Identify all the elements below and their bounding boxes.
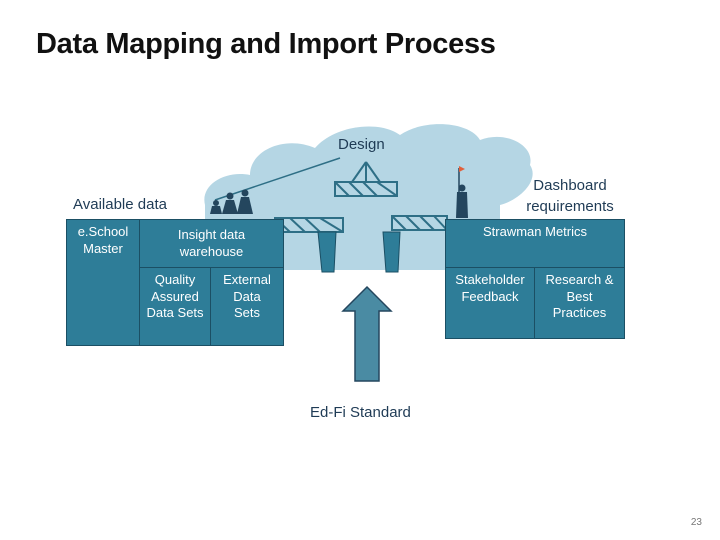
quality-data-block: Quality Assured Data Sets [139,267,211,346]
flag-figure [456,166,468,218]
design-truss [334,161,398,197]
stakeholder-feedback-text: Stakeholder Feedback [455,272,525,304]
eschool-master-text: e.School Master [77,224,129,256]
available-data-label: Available data [73,196,167,213]
research-block: Research & Best Practices [534,267,625,339]
right-pier [382,231,401,273]
page-number: 23 [690,517,702,528]
external-data-text: External Data Sets [223,272,271,320]
page-title: Data Mapping and Import Process [36,28,496,60]
strawman-metrics-block: Strawman Metrics [445,219,625,268]
strawman-metrics-text: Strawman Metrics [482,224,588,239]
research-text: Research & Best Practices [545,272,614,320]
dashboard-requirements-label: Dashboard requirements [526,177,614,215]
insight-warehouse-text: Insight data warehouse [177,227,246,259]
external-data-block: External Data Sets [210,267,284,346]
insight-warehouse-block: Insight data warehouse [139,219,284,268]
left-pier [317,231,337,273]
edfi-standard-label: Ed-Fi Standard [310,404,411,421]
workers-figures [210,189,253,214]
stakeholder-feedback-block: Stakeholder Feedback [445,267,535,339]
rope [214,157,341,201]
quality-data-text: Quality Assured Data Sets [146,272,204,320]
eschool-master-block: e.School Master [66,219,140,346]
design-label: Design [338,136,385,153]
edfi-arrow [341,285,393,382]
